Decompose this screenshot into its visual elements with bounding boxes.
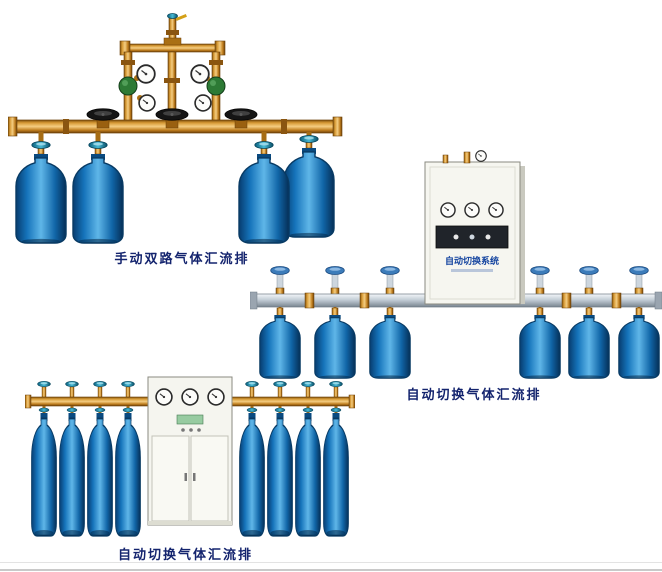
gas-cylinder — [295, 413, 321, 537]
flange-disc — [270, 266, 290, 275]
gas-cylinder — [369, 315, 411, 379]
cabinet-door — [151, 435, 190, 522]
handwheel-valve — [86, 108, 120, 129]
gas-cylinder — [115, 413, 141, 537]
caption-auto-switch-manifold-tall: 自动切换气体汇流排 — [117, 548, 253, 563]
caption-auto-switch-manifold: 自动切换气体汇流排 — [406, 388, 542, 403]
rail-riser — [380, 266, 400, 297]
gas-cylinder — [323, 413, 349, 537]
rail-riser — [629, 266, 649, 297]
display-window — [176, 414, 204, 425]
pressure-gauge — [138, 94, 156, 112]
gas-cylinder — [59, 413, 85, 537]
cabinet-door — [190, 435, 229, 522]
manual-dual-manifold-image — [8, 13, 343, 244]
door-handle — [184, 473, 187, 481]
gas-cylinder — [31, 413, 57, 537]
cylinder-valves — [38, 406, 342, 414]
cylinder-connection — [299, 132, 319, 149]
bottom-divider-line-2 — [0, 569, 662, 571]
gas-cylinder — [568, 315, 610, 379]
auto-switch-manifold-image: 自动切换系统 — [250, 150, 662, 379]
valve-handwheel — [299, 135, 319, 143]
flange-disc — [629, 266, 649, 275]
cabinet-label: 自动切换系统 — [445, 255, 499, 267]
bottom-divider-line-1 — [0, 562, 662, 563]
rail-riser — [530, 266, 550, 297]
gas-cylinder — [239, 413, 265, 537]
figure-auto-switch-manifold: 自动切换系统 自动切换气体汇流排 — [250, 150, 662, 404]
pressure-gauge — [207, 388, 225, 406]
gas-cylinder — [267, 413, 293, 537]
center-riser-pipe — [164, 51, 180, 115]
flange-disc — [325, 266, 345, 275]
gas-cylinder — [314, 315, 356, 379]
valve-handwheel — [31, 141, 51, 149]
pressure-gauge — [464, 202, 480, 218]
valve-handwheel — [254, 141, 274, 149]
rail-riser — [270, 266, 290, 297]
gas-cylinder — [259, 315, 301, 379]
pressure-gauge — [475, 150, 487, 162]
control-cabinet: 自动切换系统 — [424, 150, 525, 305]
flange-disc — [579, 266, 599, 275]
pressure-gauge — [440, 202, 456, 218]
handwheel-valve — [224, 108, 258, 129]
auto-switch-manifold-tall-image — [25, 376, 355, 537]
pressure-gauge — [181, 388, 199, 406]
valve-handwheel — [88, 141, 108, 149]
flange-disc — [380, 266, 400, 275]
outlet-valve — [166, 13, 187, 43]
control-cabinet-tall — [147, 376, 233, 526]
pressure-gauge — [488, 202, 504, 218]
rail-riser — [579, 266, 599, 297]
gas-cylinder — [618, 315, 660, 379]
gas-cylinder — [15, 154, 67, 244]
gas-cylinder — [519, 315, 561, 379]
pressure-gauge — [190, 64, 210, 84]
flange-disc — [530, 266, 550, 275]
cylinder-connection — [31, 132, 51, 155]
header-pipe — [119, 37, 226, 56]
figure-auto-switch-manifold-tall: 自动切换气体汇流排 — [25, 375, 355, 563]
rail-riser — [325, 266, 345, 297]
handwheel-valve — [155, 108, 189, 129]
figure-manual-dual-manifold: 手动双路气体汇流排 — [8, 8, 343, 267]
pressure-gauge — [155, 388, 173, 406]
cylinder-connection — [276, 307, 643, 317]
pressure-gauge — [136, 64, 156, 84]
caption-manual-dual-manifold: 手动双路气体汇流排 — [114, 252, 250, 267]
pressure-regulator-left — [118, 51, 156, 123]
pressure-gauge — [194, 94, 212, 112]
door-handle — [193, 473, 196, 481]
pressure-regulator-right — [190, 51, 226, 123]
gas-cylinder — [87, 413, 113, 537]
gas-cylinder — [72, 154, 124, 244]
cylinder-connection — [88, 132, 108, 155]
